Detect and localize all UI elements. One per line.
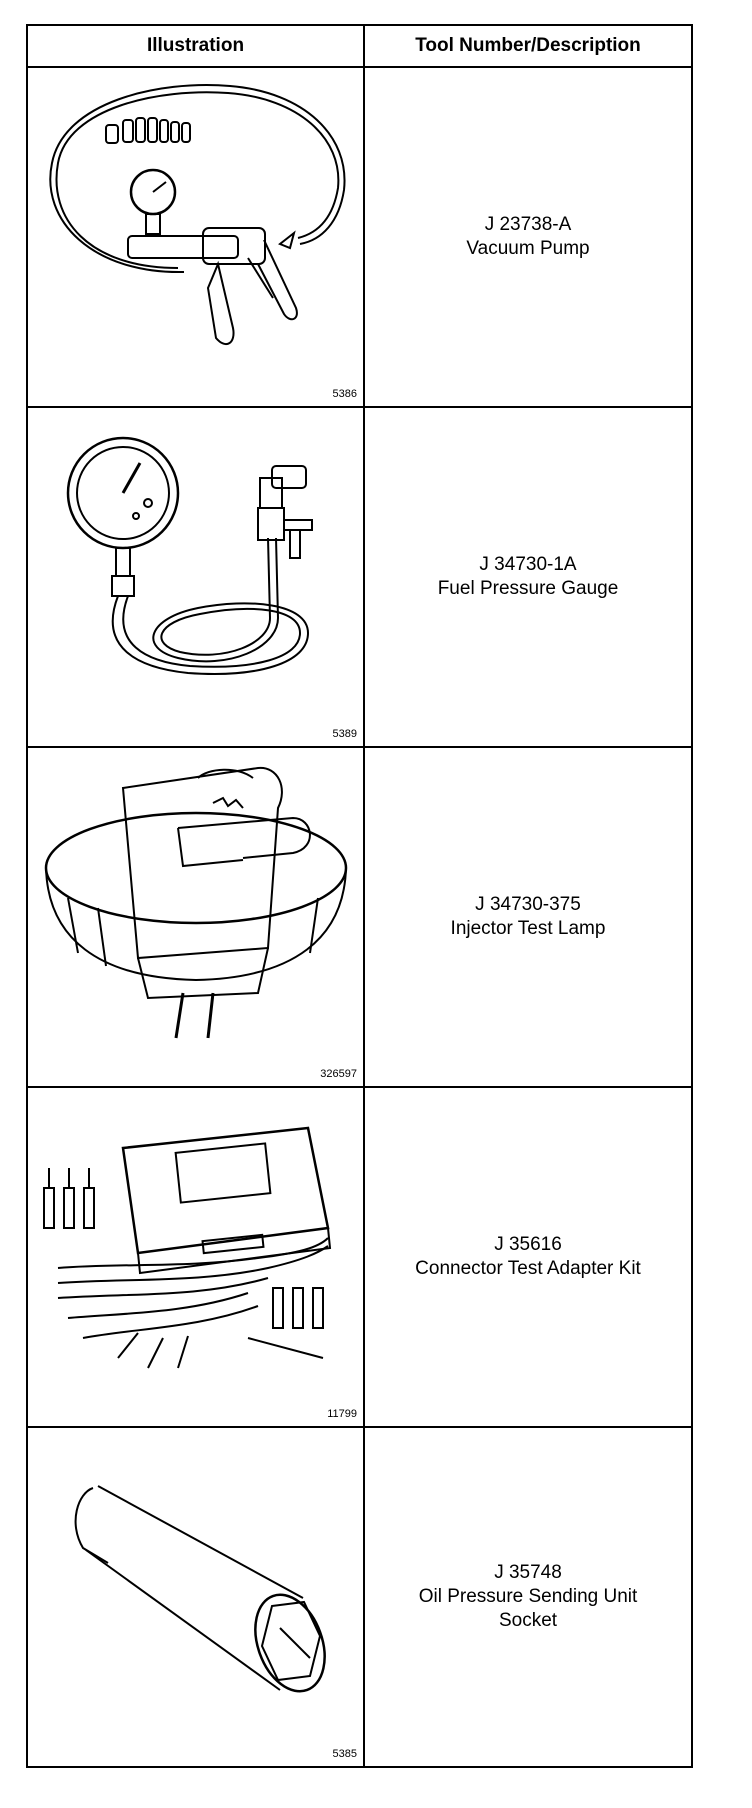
tool-header: Tool Number/Description	[363, 24, 693, 68]
tool-number: J 35616	[494, 1234, 562, 1255]
tool-number: J 35748	[494, 1562, 562, 1583]
figure-number: 5385	[332, 1748, 357, 1760]
injector-test-lamp-icon	[44, 766, 348, 1039]
connector-test-adapter-kit-icon	[43, 1126, 332, 1369]
tool-name: Vacuum Pump	[466, 238, 590, 259]
figure-number: 5386	[332, 388, 357, 400]
tool-description-cell: J 34730-1A Fuel Pressure Gauge	[363, 406, 693, 748]
table-row: 11799 J 35616 Connector Test Adapter Kit	[26, 1086, 693, 1428]
figure-number: 5389	[332, 728, 357, 740]
tool-number: J 34730-375	[475, 894, 581, 915]
fuel-pressure-gauge-icon	[66, 436, 313, 675]
tool-name: Connector Test Adapter Kit	[415, 1258, 641, 1279]
socket-icon	[74, 1485, 326, 1693]
tool-description-cell: J 23738-A Vacuum Pump	[363, 66, 693, 408]
illustration-cell: 5389	[26, 406, 365, 748]
tool-description-cell: J 34730-375 Injector Test Lamp	[363, 746, 693, 1088]
illustration-cell: 5386	[26, 66, 365, 408]
tool-name: Injector Test Lamp	[450, 918, 606, 939]
illustration-header: Illustration	[26, 24, 365, 68]
table-row: 5389 J 34730-1A Fuel Pressure Gauge	[26, 406, 693, 748]
figure-number: 11799	[327, 1408, 357, 1420]
illustration-cell: 326597	[26, 746, 365, 1088]
tool-description-cell: J 35748 Oil Pressure Sending Unit Socket	[363, 1426, 693, 1768]
special-tools-table: Illustration Tool Number/Description	[26, 24, 693, 1768]
tool-description-cell: J 35616 Connector Test Adapter Kit	[363, 1086, 693, 1428]
illustration-cell: 11799	[26, 1086, 365, 1428]
tool-name: Fuel Pressure Gauge	[437, 578, 619, 599]
figure-number: 326597	[320, 1068, 357, 1080]
table-row: 5386 J 23738-A Vacuum Pump	[26, 66, 693, 408]
tool-number: J 23738-A	[484, 214, 572, 235]
vacuum-pump-icon	[49, 84, 346, 346]
tool-name: Oil Pressure Sending Unit Socket	[418, 1586, 638, 1631]
table-header-row: Illustration Tool Number/Description	[26, 24, 693, 68]
table-row: 5385 J 35748 Oil Pressure Sending Unit S…	[26, 1426, 693, 1768]
tool-number: J 34730-1A	[479, 554, 577, 575]
illustration-cell: 5385	[26, 1426, 365, 1768]
table-row: 326597 J 34730-375 Injector Test Lamp	[26, 746, 693, 1088]
